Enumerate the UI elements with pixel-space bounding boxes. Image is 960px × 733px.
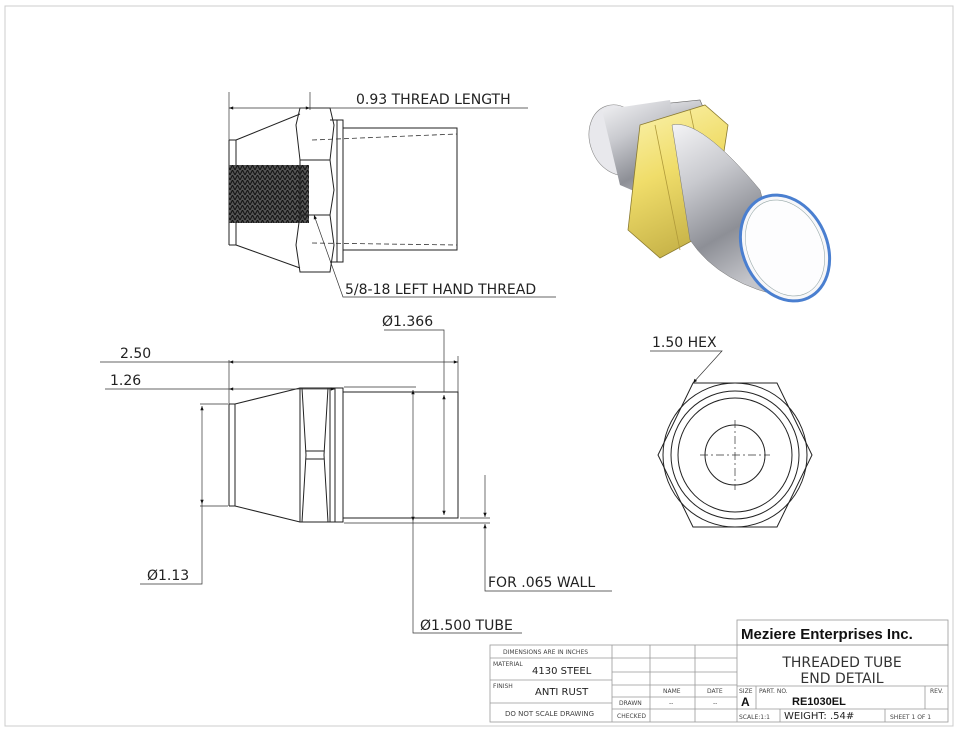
- drawing-title-line1: THREADED TUBE: [781, 655, 901, 671]
- weight-value: WEIGHT: .54#: [784, 711, 854, 722]
- thread-spec-callout: 5/8-18 LEFT HAND THREAD: [345, 282, 536, 298]
- material-label: MATERIAL: [493, 661, 523, 668]
- size-value: A: [741, 695, 750, 709]
- title-block: Meziere Enterprises Inc. DIMENSIONS ARE …: [489, 619, 949, 723]
- do-not-scale-note: DO NOT SCALE DRAWING: [505, 710, 594, 718]
- wall-note: FOR .065 WALL: [488, 575, 595, 591]
- top-view: 0.93 THREAD LENGTH 5/8-18 LEFT HAND THRE…: [228, 92, 556, 298]
- tube-od-dim: Ø1.366: [382, 314, 433, 330]
- thread-length-dim: 0.93 THREAD LENGTH: [356, 92, 511, 108]
- thread-section-dim: 1.26: [110, 373, 141, 389]
- checked-label: CHECKED: [617, 713, 646, 720]
- tube-size-dim: Ø1.500 TUBE: [420, 618, 513, 634]
- isometric-view: [588, 99, 832, 303]
- drawing-title-line2: END DETAIL: [800, 671, 883, 687]
- material-value: 4130 STEEL: [532, 666, 592, 677]
- rev-label: REV.: [930, 688, 943, 695]
- part-number: RE1030EL: [792, 696, 846, 708]
- drawn-label: DRAWN: [619, 700, 642, 707]
- sheet-border: [4, 5, 954, 727]
- drawn-name: --: [669, 700, 673, 707]
- scale-value: SCALE:1:1: [739, 714, 770, 721]
- size-label: SIZE: [739, 688, 753, 695]
- company-name: Meziere Enterprises Inc.: [741, 626, 913, 643]
- dimensions-note: DIMENSIONS ARE IN INCHES: [503, 649, 588, 656]
- finish-label: FINISH: [493, 683, 513, 690]
- end-diameter-dim: Ø1.13: [147, 568, 189, 584]
- overall-length-dim: 2.50: [120, 346, 151, 362]
- part-no-label: PART. NO.: [759, 688, 788, 695]
- name-header: NAME: [663, 688, 681, 695]
- side-view: 2.50 1.26 Ø1.366 Ø1.13 Ø1.500 TUBE FOR .…: [100, 314, 612, 634]
- thread-region: [229, 165, 309, 223]
- hex-end-view: 1.50 HEX: [650, 335, 813, 528]
- drawn-date: --: [713, 700, 717, 707]
- date-header: DATE: [707, 688, 723, 695]
- sheet-number: SHEET 1 OF 1: [890, 714, 931, 721]
- finish-value: ANTI RUST: [535, 687, 589, 698]
- hex-size-dim: 1.50 HEX: [652, 335, 717, 351]
